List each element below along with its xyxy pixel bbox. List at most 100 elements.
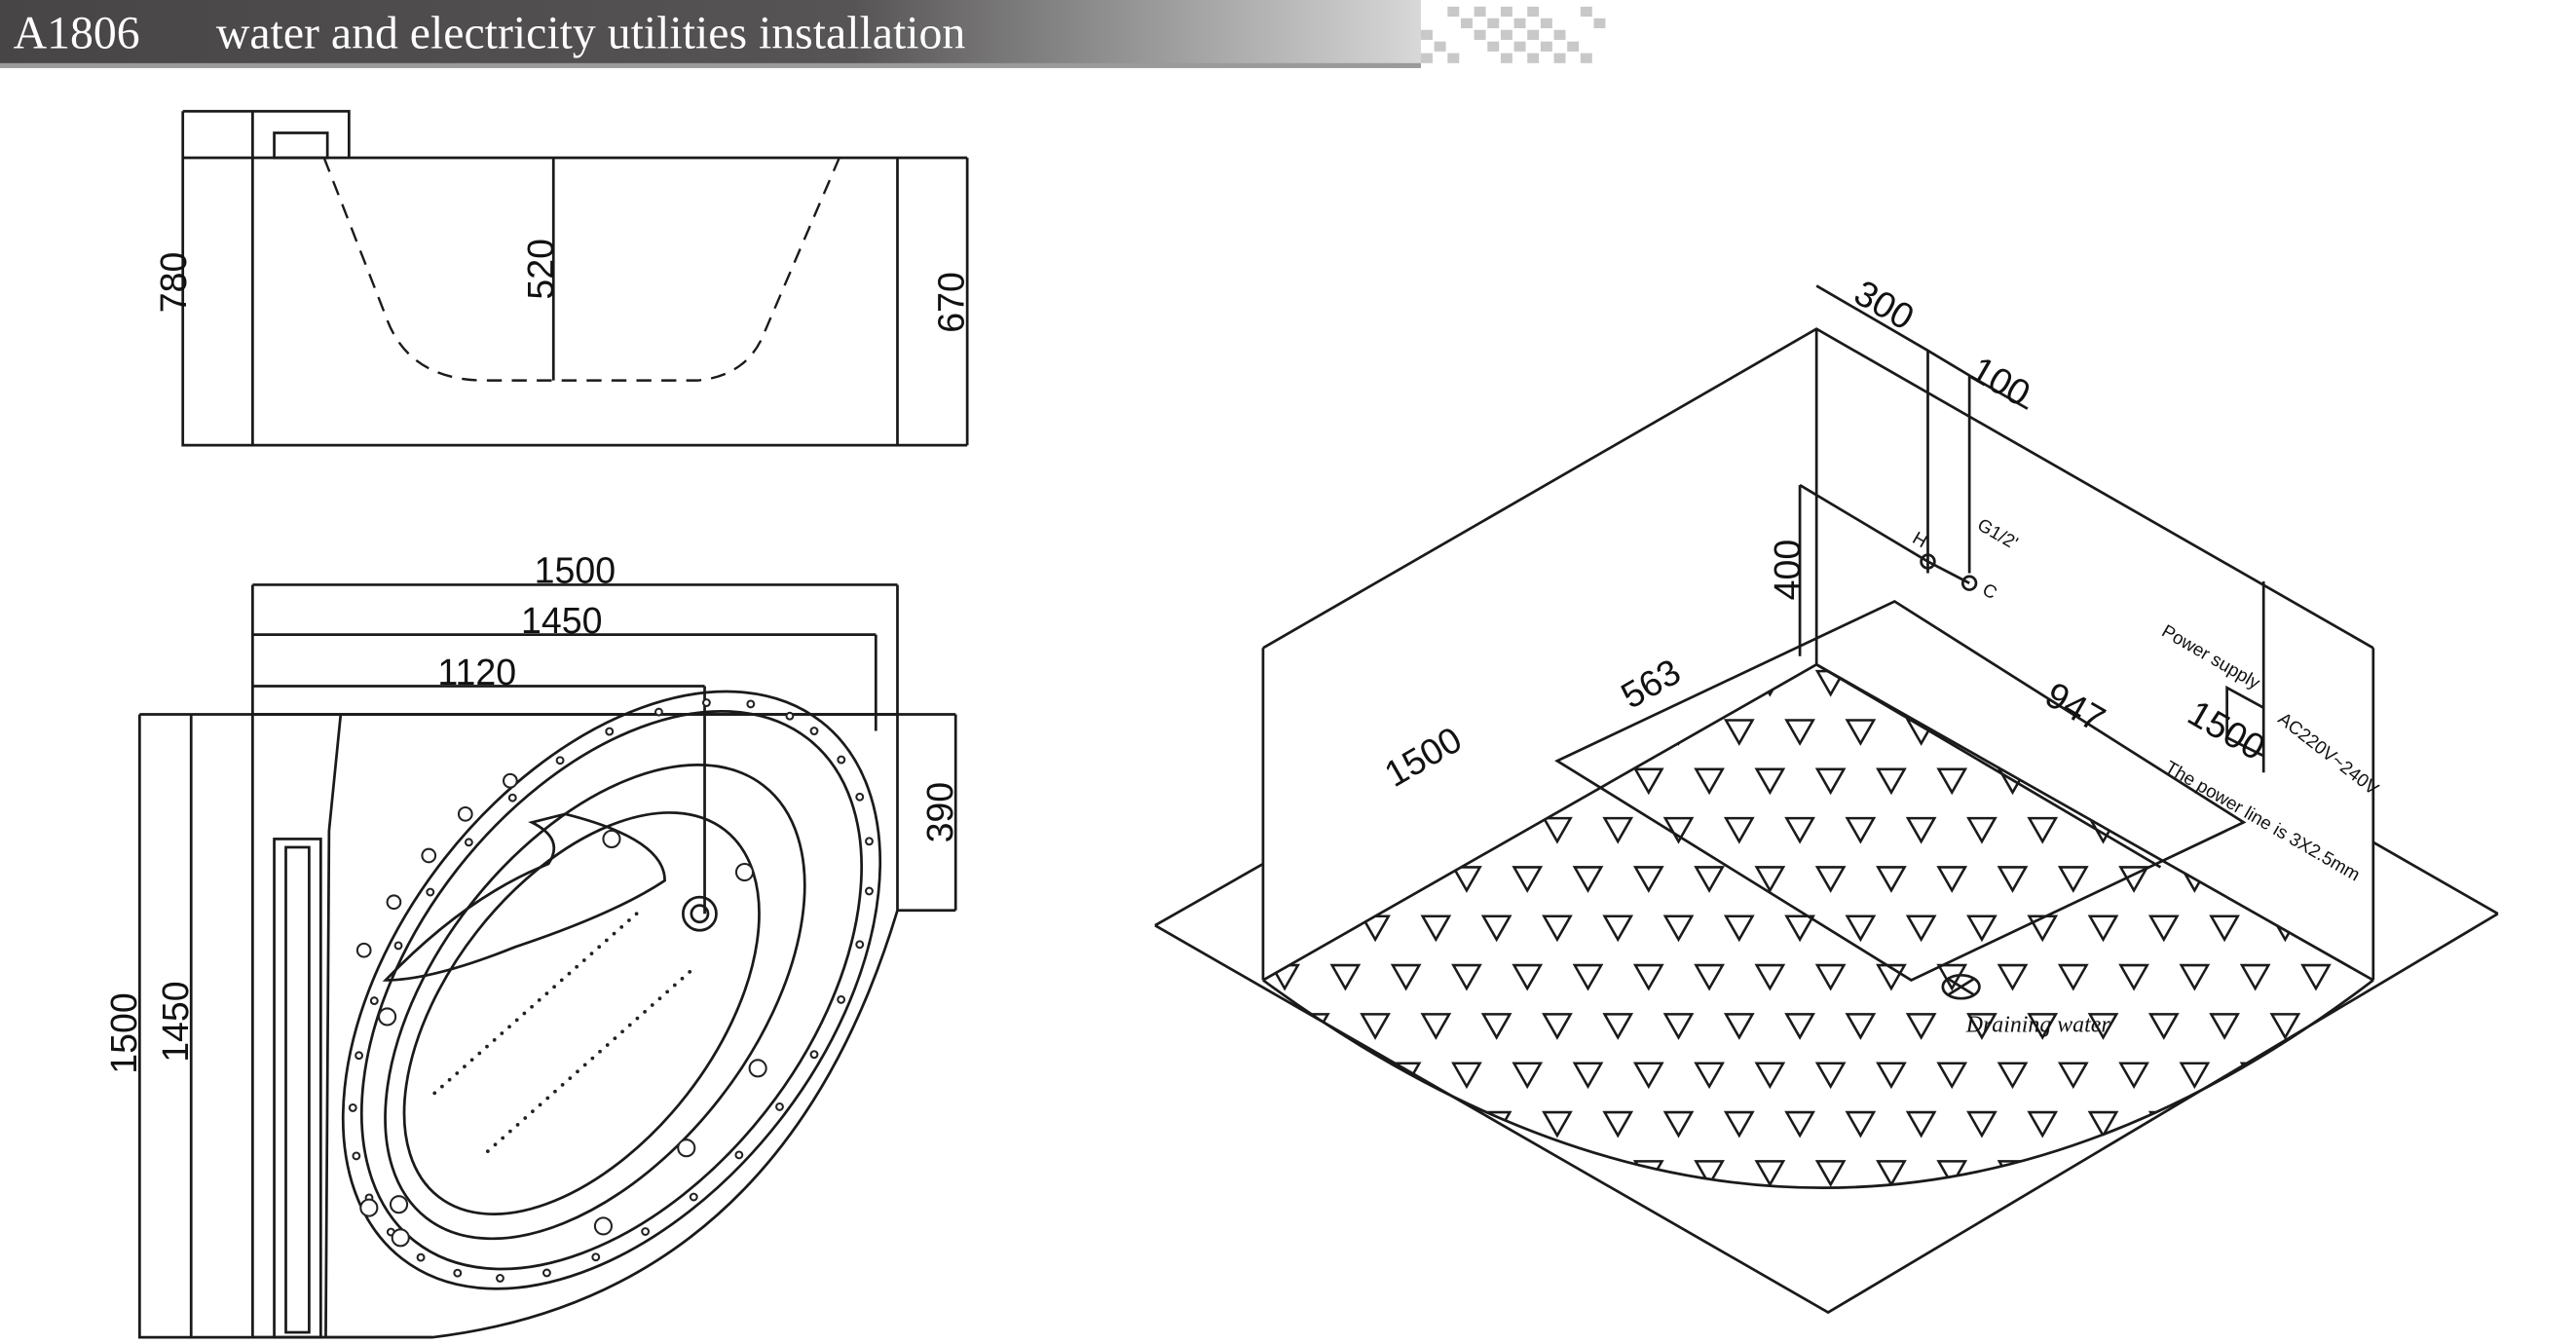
dim-100: 100 [1964, 348, 2037, 414]
floor-tile-mark [2361, 669, 2373, 697]
floor-tile-mark [1662, 1110, 1695, 1139]
floor-tile-mark [1754, 1160, 1786, 1187]
floor-tile-mark [1451, 669, 1482, 697]
air-jet [493, 1142, 498, 1147]
floor-tile-mark [1876, 669, 1907, 697]
floor-tile-mark [1211, 965, 1237, 989]
floor-tile-mark [2545, 1161, 2571, 1184]
floor-tile-mark [1390, 963, 1422, 991]
floor-tile-mark [2179, 1160, 2211, 1187]
floor-tile-mark [2147, 1013, 2180, 1040]
floor-tile-mark [2424, 671, 2450, 694]
rim-jet [855, 940, 865, 950]
floor-tile-mark [1329, 1062, 1362, 1090]
floor-tile-mark [2147, 1110, 2180, 1139]
massage-jet [378, 1007, 397, 1027]
floor-tile-mark [2027, 719, 2059, 746]
floor-tile-mark [1632, 767, 1664, 796]
floor-tile-mark [1390, 1160, 1422, 1187]
floor-tile-mark [1784, 1110, 1815, 1139]
air-jet [440, 1084, 444, 1089]
floor-tile-mark [1512, 1062, 1544, 1090]
floor-tile-mark [2087, 1110, 2119, 1139]
air-jet [463, 1064, 467, 1069]
floor-tile-mark [1150, 965, 1176, 989]
air-jet [635, 1016, 640, 1021]
floor-tile-mark [2027, 816, 2059, 844]
floor-tile-mark [2027, 1110, 2059, 1139]
air-jet [680, 976, 685, 981]
air-jet [688, 970, 692, 974]
floor-tile-mark [1451, 963, 1482, 991]
floor-tile-mark [1298, 816, 1330, 844]
rim-jet [701, 698, 711, 707]
floor-tile-mark [2300, 1160, 2332, 1187]
air-jet [559, 978, 564, 983]
floor-tile-mark [1694, 767, 1725, 796]
air-jet [605, 1043, 610, 1047]
floor-tile-mark [1936, 669, 1968, 697]
floor-tile-mark [2545, 867, 2571, 890]
checker-cell [1593, 18, 1606, 28]
floor-tile-mark [1390, 866, 1422, 893]
floor-tile-mark [1572, 669, 1604, 697]
floor-tile-mark [1845, 915, 1877, 943]
power-line-note: The power line is 3X2.5mm [2162, 757, 2364, 885]
floor-tile-mark [2361, 1062, 2373, 1090]
floor-tile-mark [2239, 767, 2271, 796]
rim-jet [865, 886, 874, 896]
floor-tile-mark [1966, 719, 1997, 746]
dim-1450-width: 1450 [521, 600, 602, 641]
floor-tile-mark [1723, 1013, 1755, 1040]
rim-jet [809, 1050, 819, 1060]
checker-cell [1500, 29, 1512, 40]
floor-tile-mark [1966, 1013, 1997, 1040]
rim-jet [416, 1252, 426, 1262]
floor-tile-mark [1544, 1211, 1570, 1234]
floor-tile-mark [1150, 867, 1176, 890]
checker-cell [1527, 53, 1540, 63]
rim-jet [555, 756, 565, 765]
side-jet [386, 894, 402, 911]
air-jet [634, 912, 639, 916]
floor-tile-mark [2515, 1112, 2541, 1136]
floor-tile-mark [2150, 1211, 2177, 1234]
dim-1500-left: 1500 [1377, 719, 1468, 795]
air-jet [604, 938, 609, 943]
floor-tile-mark [2515, 916, 2541, 940]
massage-jet [677, 1139, 696, 1158]
floor-tile-mark [2209, 1013, 2240, 1040]
floor-tile-pattern [1150, 669, 2571, 1234]
floor-tile-mark [1512, 669, 1544, 697]
floor-tile-mark [1632, 1062, 1664, 1090]
rim-jet [541, 1268, 551, 1278]
air-jet [560, 1083, 565, 1087]
title-banner: A1806 water and electricity utilities in… [0, 0, 1606, 68]
floor-tile-mark [1329, 963, 1362, 991]
floor-tile-mark [2147, 816, 2180, 844]
floor-tile-mark [2209, 816, 2240, 844]
checker-cell [1447, 6, 1460, 18]
floor-tile-mark [1360, 816, 1391, 844]
floor-tile-mark [1662, 719, 1695, 746]
floor-tile-mark [2090, 1211, 2116, 1234]
floor-tile-mark [1784, 915, 1815, 943]
dim-1500-length: 1500 [103, 992, 144, 1073]
checker-cell [1447, 53, 1460, 63]
floor-tile-mark [2454, 1112, 2481, 1136]
rim-jet [591, 1252, 601, 1262]
floor-tile-mark [1723, 816, 1755, 844]
floor-tile-mark [1211, 671, 1237, 694]
floor-tile-mark [2515, 818, 2541, 841]
floor-tile-mark [1845, 1013, 1877, 1040]
air-jet [643, 1009, 647, 1014]
air-jet [665, 989, 670, 994]
massage-jet [359, 1198, 379, 1217]
floor-tile-mark [2057, 963, 2089, 991]
floor-tile-mark [1329, 669, 1362, 697]
rim-jet [355, 1051, 364, 1061]
floor-tile-mark [2393, 1112, 2419, 1136]
dim-520: 520 [520, 239, 561, 300]
floor-tile-mark [1602, 1110, 1634, 1139]
floor-tile-mark [1269, 1062, 1300, 1090]
